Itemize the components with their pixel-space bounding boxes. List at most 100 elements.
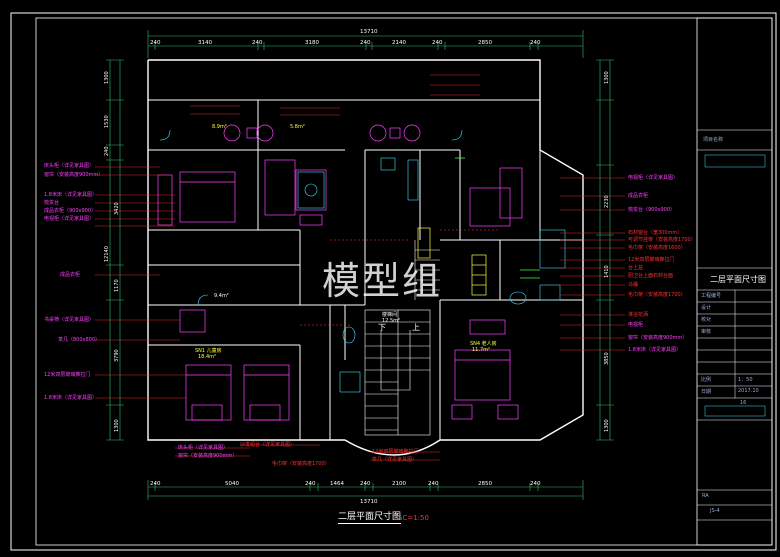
top-dim-text-group: 13710 240 3140 240 3180 240 2140 240 285… (150, 29, 541, 46)
top-dim: 240 (530, 40, 541, 46)
room-area: 8.9m² (212, 124, 227, 130)
top-dim: 2850 (478, 40, 492, 46)
right-dim: 1300 (604, 71, 610, 84)
right-label: 12米双层玻璃推拉门 (628, 257, 675, 263)
right-label: 梳妆台（900x900） (628, 207, 676, 213)
tb-project-label: 项目名称 (703, 137, 724, 143)
room-area: 9.4m² (214, 293, 229, 299)
right-label: 毛巾架（安装高度1700） (628, 292, 686, 298)
tb-revision: RA (702, 493, 709, 499)
stair-direction: 下 上 (378, 323, 420, 332)
furniture (157, 124, 523, 421)
fixtures (159, 129, 566, 393)
bottom-total-dim: 13710 (360, 499, 378, 505)
bottom-dim: 240 (150, 481, 161, 487)
watermark: 模型组 (322, 259, 443, 303)
left-label: 12米双层玻璃推拉门 (44, 372, 91, 378)
room-name: SN1 儿童房 (195, 347, 222, 354)
tb-sheet-no: JS-4 (710, 508, 720, 514)
left-label: 1.8米床（详见家具图） (44, 395, 97, 401)
top-dim: 3140 (198, 40, 212, 46)
stair-down-mark: 下 (378, 323, 386, 332)
tb-row-label: 日期 (701, 389, 712, 395)
tb-row-label: 校对 (701, 317, 712, 323)
top-dim: 2140 (392, 40, 406, 46)
top-dim: 3180 (305, 40, 319, 46)
right-label: 成品衣柜 (628, 193, 649, 199)
left-dim: 1300 (114, 419, 120, 432)
bottom-dim: 240 (428, 481, 439, 487)
right-dim: 1410 (604, 265, 610, 278)
annotation-leaders (95, 74, 625, 461)
left-label: 窗帘（安装高度900mm） (44, 172, 104, 178)
staircase (364, 240, 440, 436)
top-dim: 240 (360, 40, 371, 46)
bottom-dim: 1464 (330, 481, 344, 487)
bottom-dim: 2100 (392, 481, 406, 487)
bottom-label: 床头柜（详见家具图） (178, 445, 229, 451)
green-accents (455, 157, 540, 279)
right-label: 电视柜 (628, 322, 644, 328)
circulation-marks (300, 229, 500, 326)
tb-date-value: 2017.10 (738, 388, 759, 394)
top-dim: 240 (432, 40, 443, 46)
right-label: 马桶 (628, 282, 639, 288)
left-label: 成品衣柜 (60, 272, 81, 278)
bottom-dim: 240 (305, 481, 316, 487)
left-dim-text-group: 1300 1530 240 3420 12140 1170 3790 1300 (104, 71, 120, 432)
left-label: 成品衣柜（900x900） (44, 208, 97, 214)
right-label: 1.8米床（详见家具图） (628, 347, 681, 353)
room-labels: 9.4m² 8.9m² 5.8m² 楼梯间 12.5m² SN1 儿童房 18.… (195, 124, 497, 360)
stair-up-mark: 上 (412, 323, 420, 332)
bottom-dim: 240 (530, 481, 541, 487)
interior-walls (148, 99, 583, 440)
left-label: 梳妆台 (44, 200, 60, 206)
tb-row-label: 设计 (701, 305, 712, 311)
bottom-label: 毛巾架（安装高度1700） (272, 461, 330, 467)
right-dim: 1300 (604, 419, 610, 432)
right-dim: 3850 (604, 352, 610, 365)
side-dimension-lines (106, 59, 614, 441)
bottom-dim: 240 (360, 481, 371, 487)
stair-landing-marks (417, 227, 487, 296)
right-label: 窗帘（安装高度900mm） (628, 335, 688, 341)
top-dim: 240 (150, 40, 161, 46)
left-dim: 1300 (104, 71, 110, 84)
bottom-dim: 5040 (225, 481, 239, 487)
master-bed (179, 171, 236, 223)
tb-page-no: 16 (740, 400, 747, 406)
left-dim: 240 (104, 146, 110, 156)
bottom-label: 茶几（详见家具图） (372, 457, 418, 463)
left-dim: 1170 (114, 279, 120, 292)
exterior-walls (147, 59, 584, 456)
bottom-label: 12米双层玻璃推拉门 (372, 449, 419, 455)
left-dim: 1530 (104, 115, 110, 128)
tb-row-label: 审核 (701, 329, 712, 335)
left-label: 1.8米床（详见家具图） (44, 192, 97, 198)
right-label: 石材窗台（宽300mm） (628, 230, 683, 236)
tb-row-label: 比例 (701, 377, 712, 383)
room-area: 11.7m² (472, 347, 490, 353)
stair-hall-label: 楼梯间 (382, 311, 397, 318)
top-total-dim: 13710 (360, 29, 378, 35)
bottom-dim: 2850 (478, 481, 492, 487)
left-label: 电视柜（详见家具图） (44, 216, 95, 222)
tb-scale-value: 1：50 (738, 377, 753, 383)
bottom-label: 沙发组合（详见家具图） (240, 442, 296, 448)
room-area: 5.8m² (290, 124, 305, 130)
bottom-dim-text-group: 240 5040 240 1464 240 2100 240 2850 240 … (150, 481, 541, 505)
left-label: 床头柜（详见家具图） (44, 163, 95, 169)
right-dim: 2230 (604, 195, 610, 208)
left-dim: 3790 (114, 349, 120, 362)
left-dim: 12140 (104, 246, 110, 262)
tb-row-label: 工程编号 (701, 293, 722, 299)
right-label: 台上盆 (628, 265, 644, 271)
tb-drawing-name: 二层平面尺寸图 (710, 275, 766, 284)
left-label: 茶几（800x800） (58, 337, 101, 343)
right-label: 电视柜（详见家具图） (628, 175, 679, 181)
plan-scale: SC=1:50 (398, 514, 429, 522)
room-area: 18.4m² (198, 354, 216, 360)
title-block (696, 17, 773, 546)
right-label: 可调节挂架（安装高度1700） (628, 237, 696, 243)
